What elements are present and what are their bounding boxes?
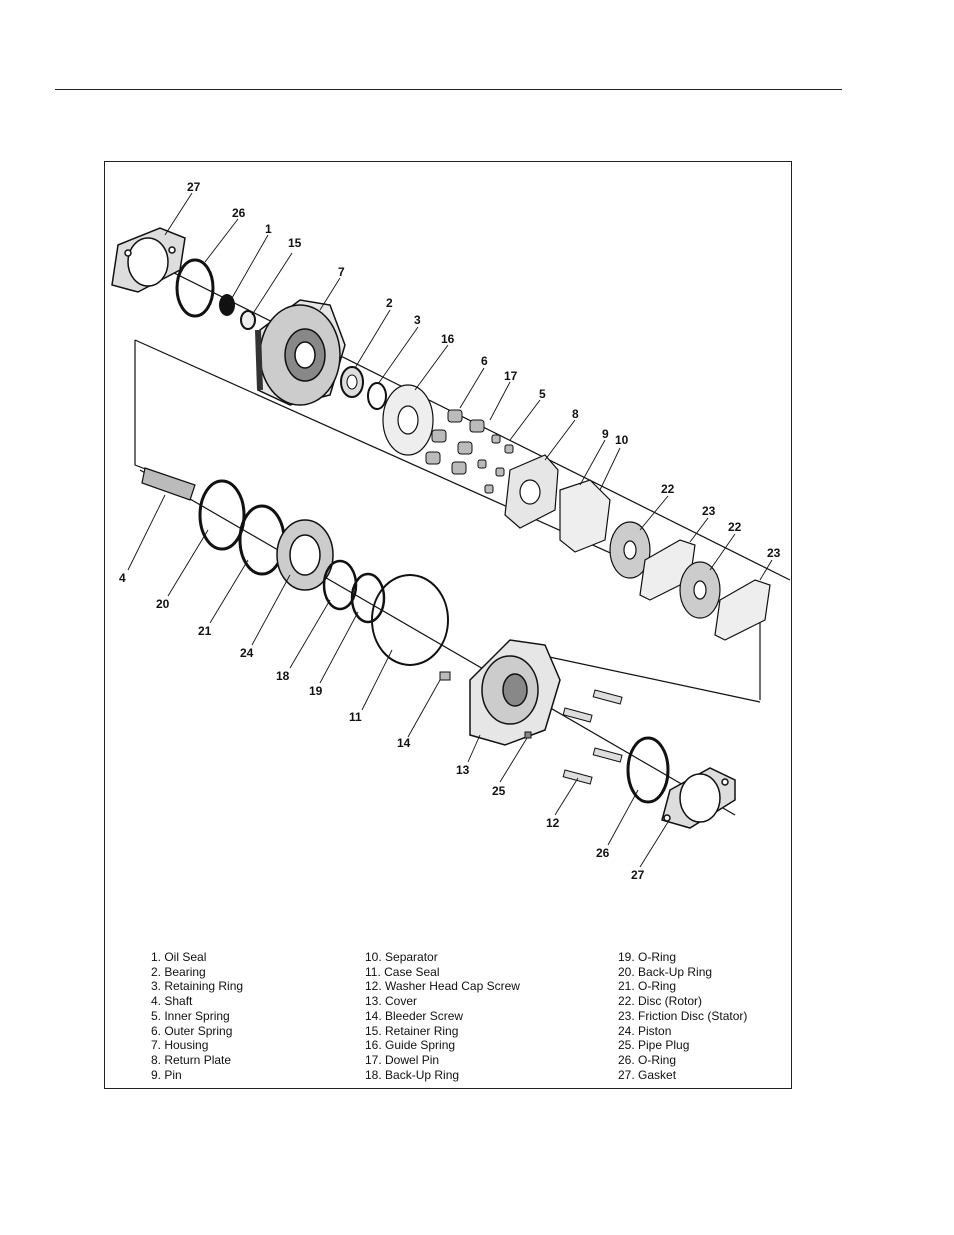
legend-item: 26. O-Ring bbox=[618, 1052, 677, 1067]
back-up-ring-20 bbox=[198, 479, 246, 551]
callout-19: 19 bbox=[309, 684, 323, 698]
callout-27: 27 bbox=[187, 180, 201, 194]
back-up-ring-18 bbox=[322, 559, 358, 611]
callout-23: 23 bbox=[702, 504, 716, 518]
shaft bbox=[141, 467, 196, 501]
housing bbox=[255, 299, 346, 406]
legend-item: 21. O-Ring bbox=[618, 979, 677, 994]
legend-item: 11. Case Seal bbox=[365, 964, 440, 979]
legend-item: 20. Back-Up Ring bbox=[618, 964, 713, 979]
header-rule bbox=[55, 89, 842, 90]
pipe-plug bbox=[524, 731, 532, 739]
legend-item: 17. Dowel Pin bbox=[365, 1052, 440, 1067]
figure-frame bbox=[104, 161, 792, 1089]
friction-disc-2 bbox=[714, 579, 771, 641]
legend-item: 4. Shaft bbox=[151, 994, 193, 1009]
cap-screws bbox=[562, 689, 623, 785]
disc-rotor-1 bbox=[609, 521, 651, 579]
callout-27b: 27 bbox=[631, 868, 645, 882]
legend-item: 3. Retaining Ring bbox=[151, 979, 244, 994]
legend-item: 1. Oil Seal bbox=[151, 950, 207, 964]
callout-4: 4 bbox=[119, 571, 126, 585]
callout-9: 9 bbox=[602, 427, 609, 441]
legend-item: 23. Friction Disc (Stator) bbox=[618, 1008, 748, 1023]
callout-18: 18 bbox=[276, 669, 290, 683]
guide-spring-plate bbox=[382, 384, 434, 456]
legend-column-3: 19. O-Ring 20. Back-Up Ring 21. O-Ring 2… bbox=[618, 950, 747, 1082]
callout-3: 3 bbox=[414, 313, 421, 327]
legend-item: 6. Outer Spring bbox=[151, 1023, 233, 1038]
return-plate bbox=[504, 454, 559, 529]
callout-2: 2 bbox=[386, 296, 393, 310]
legend-item: 13. Cover bbox=[365, 994, 418, 1009]
legend-item: 25. Pipe Plug bbox=[618, 1038, 690, 1053]
callout-6: 6 bbox=[481, 354, 488, 368]
legend-item: 15. Retainer Ring bbox=[365, 1023, 459, 1038]
bleeder-screw bbox=[439, 671, 451, 681]
o-ring-26-lower bbox=[626, 736, 670, 804]
callout-22b: 22 bbox=[728, 520, 742, 534]
callouts: 27 26 1 15 7 2 3 16 6 17 5 8 9 10 22 23 … bbox=[119, 180, 781, 882]
bearing bbox=[340, 366, 364, 398]
callout-14: 14 bbox=[397, 736, 411, 750]
legend-column-1: 1. Oil Seal 2. Bearing 3. Retaining Ring… bbox=[151, 950, 243, 1082]
gasket-bottom bbox=[661, 767, 736, 829]
callout-17: 17 bbox=[504, 369, 518, 383]
springs bbox=[425, 409, 514, 494]
separator bbox=[559, 479, 611, 553]
shaft-connector-line bbox=[134, 340, 149, 471]
callout-25: 25 bbox=[492, 784, 506, 798]
retaining-ring bbox=[367, 382, 387, 410]
legend-item: 8. Return Plate bbox=[151, 1052, 232, 1067]
oil-seal bbox=[219, 294, 235, 316]
disc-rotor-2 bbox=[679, 561, 721, 619]
callout-5: 5 bbox=[539, 387, 546, 401]
legend-item: 14. Bleeder Screw bbox=[365, 1008, 464, 1023]
callout-20: 20 bbox=[156, 597, 170, 611]
legend-item: 12. Washer Head Cap Screw bbox=[365, 979, 520, 994]
retainer-ring bbox=[240, 310, 256, 330]
legend-item: 24. Piston bbox=[618, 1023, 672, 1038]
legend-item: 9. Pin bbox=[151, 1067, 182, 1082]
gasket-top bbox=[111, 227, 186, 293]
legend-item: 22. Disc (Rotor) bbox=[618, 994, 703, 1009]
lower-axis-line bbox=[139, 469, 736, 816]
o-ring-19 bbox=[350, 572, 386, 624]
callout-26b: 26 bbox=[596, 846, 610, 860]
callout-7: 7 bbox=[338, 265, 345, 279]
callout-10: 10 bbox=[615, 433, 629, 447]
legend-item: 27. Gasket bbox=[618, 1067, 677, 1082]
legend-item: 19. O-Ring bbox=[618, 950, 677, 964]
callout-21: 21 bbox=[198, 624, 212, 638]
legend-item: 18. Back-Up Ring bbox=[365, 1067, 460, 1082]
callout-23b: 23 bbox=[767, 546, 781, 560]
legend-item: 7. Housing bbox=[151, 1038, 209, 1053]
callout-24: 24 bbox=[240, 646, 254, 660]
callout-13: 13 bbox=[456, 763, 470, 777]
callout-22: 22 bbox=[661, 482, 675, 496]
o-ring-26 bbox=[175, 258, 215, 318]
legend-item: 16. Guide Spring bbox=[365, 1038, 456, 1053]
callout-8: 8 bbox=[572, 407, 579, 421]
piston bbox=[276, 519, 334, 591]
case-seal bbox=[371, 574, 449, 666]
callout-12: 12 bbox=[546, 816, 560, 830]
callout-26: 26 bbox=[232, 206, 246, 220]
callout-16: 16 bbox=[441, 332, 455, 346]
legend-item: 2. Bearing bbox=[151, 964, 206, 979]
legend-item: 5. Inner Spring bbox=[151, 1008, 230, 1023]
cover bbox=[469, 639, 561, 746]
legend-column-2: 10. Separator 11. Case Seal 12. Washer H… bbox=[365, 950, 520, 1082]
callout-15: 15 bbox=[288, 236, 302, 250]
callout-1: 1 bbox=[265, 222, 272, 236]
legend-item: 10. Separator bbox=[365, 950, 438, 964]
callout-11: 11 bbox=[349, 710, 362, 724]
